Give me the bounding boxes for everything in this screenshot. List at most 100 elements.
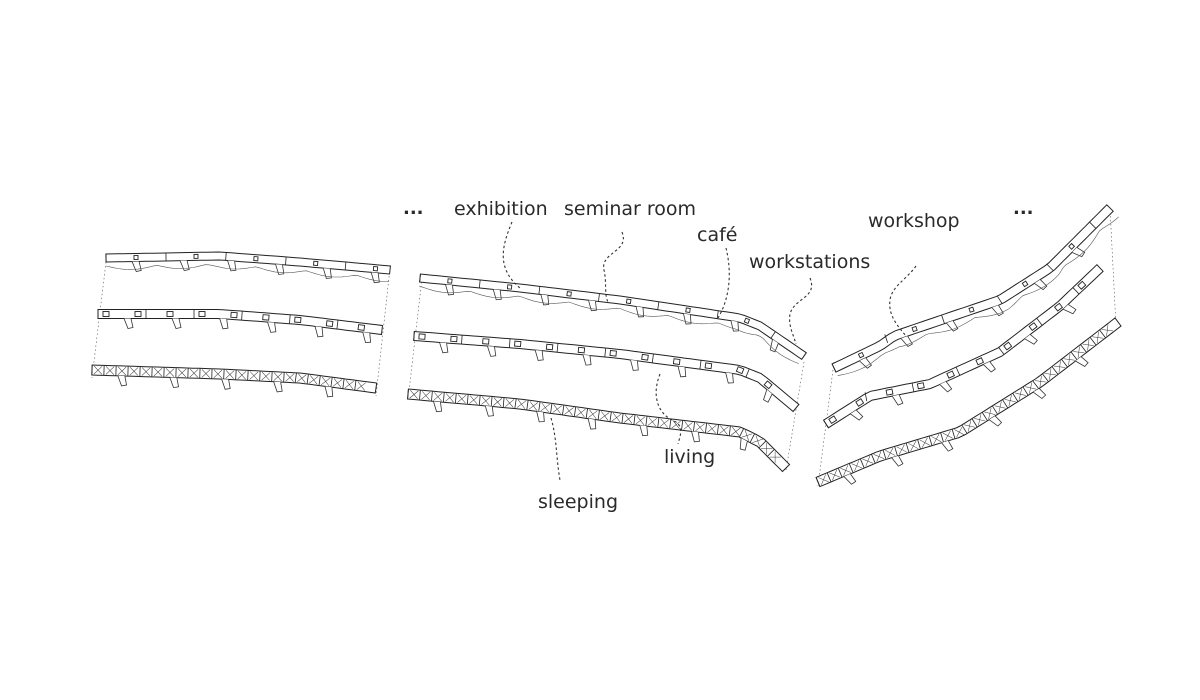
- unit-cell: [864, 392, 868, 402]
- label-seminar-room: seminar room: [564, 198, 696, 220]
- unit-cell: [490, 396, 503, 407]
- unit-cell: [330, 377, 343, 388]
- stair-tooth: [769, 339, 779, 353]
- unit-cell: [604, 347, 617, 358]
- module-a-lower: [91, 364, 378, 398]
- unit-cell: [716, 424, 729, 435]
- unit-cell: [743, 317, 751, 324]
- stair-tooth: [677, 366, 687, 378]
- unit-cell: [609, 411, 622, 423]
- unit-cell: [163, 367, 175, 378]
- unit-cell: [831, 363, 837, 373]
- unit-cell: [187, 368, 199, 379]
- stair-tooth: [588, 300, 597, 312]
- unit-cell: [344, 261, 347, 271]
- unit-cell: [685, 307, 691, 313]
- unit-cell: [545, 343, 554, 351]
- unit-cell: [139, 366, 151, 377]
- seminar-room-leader: [603, 231, 624, 303]
- unit-cell: [735, 366, 745, 375]
- stair-tooth: [324, 386, 334, 398]
- label-workstations: workstations: [749, 251, 870, 273]
- unit-cell: [763, 380, 773, 390]
- unit-cell: [882, 447, 896, 460]
- stair-tooth: [171, 318, 182, 329]
- stair-tooth: [536, 411, 545, 423]
- unit-cell: [1080, 339, 1094, 353]
- unit-cell: [313, 260, 319, 267]
- unit-cell: [235, 369, 247, 380]
- unit-cell: [230, 311, 238, 319]
- unit-cell: [997, 296, 1003, 305]
- unit-cell: [271, 371, 283, 382]
- stair-tooth: [763, 389, 773, 403]
- unit-cell: [894, 444, 907, 457]
- unit-cell: [306, 374, 319, 385]
- stair-tooth: [445, 284, 455, 296]
- label-living: living: [664, 446, 715, 468]
- unit-cell: [294, 372, 307, 383]
- unit-cell: [285, 256, 287, 265]
- unit-cell: [625, 298, 632, 305]
- exhibition-leader: [502, 221, 521, 289]
- unit-cell: [508, 338, 522, 348]
- unit-cell: [884, 334, 889, 344]
- unit-cell: [657, 301, 660, 310]
- unit-cell: [115, 365, 127, 376]
- sleeping-leader: [550, 417, 561, 481]
- stair-tooth: [221, 378, 231, 390]
- unit-cell: [815, 474, 829, 487]
- unit-cell: [823, 415, 838, 429]
- stair-tooth: [362, 332, 372, 344]
- unit-cell: [669, 418, 681, 430]
- module-b-middle: [413, 330, 800, 413]
- unit-cell: [454, 393, 467, 404]
- label-sleeping: sleeping: [538, 491, 618, 513]
- unit-cell: [566, 291, 572, 297]
- module-a-middle: [97, 309, 384, 344]
- unit-cell: [998, 341, 1013, 355]
- unit-cell: [848, 460, 863, 473]
- unit-cell: [407, 388, 419, 400]
- unit-cell: [1028, 322, 1038, 332]
- unit-cell: [514, 398, 527, 409]
- unit-cell: [199, 368, 211, 379]
- unit-cell: [556, 343, 559, 353]
- stair-tooth: [267, 321, 277, 333]
- stair-tooth: [1063, 304, 1077, 315]
- stair-tooth: [635, 306, 645, 318]
- unit-cell: [917, 437, 930, 450]
- unit-cell: [283, 372, 295, 383]
- unit-cell: [325, 320, 334, 327]
- unit-cell: [223, 369, 235, 380]
- unit-cell: [211, 368, 223, 379]
- unit-cell: [259, 370, 271, 382]
- unit-cell: [289, 314, 302, 324]
- stair-tooth: [683, 313, 692, 325]
- unit-cell: [442, 392, 455, 403]
- unit-cell: [538, 401, 550, 413]
- stair-tooth: [179, 260, 190, 272]
- labels: ... exhibition seminar room café worksta…: [403, 198, 1034, 513]
- strip-outline: [407, 388, 791, 473]
- unit-cell: [961, 420, 976, 434]
- label-exhibition: exhibition: [454, 198, 548, 220]
- stair-tooth: [273, 381, 283, 393]
- living-leader: [655, 373, 682, 445]
- section-guides: [91, 207, 1117, 487]
- unit-cell: [681, 420, 693, 431]
- stair-tooth: [275, 264, 285, 275]
- unit-cell: [318, 375, 331, 387]
- stair-tooth: [1075, 356, 1089, 367]
- label-cafe: café: [697, 224, 737, 246]
- unit-cell: [951, 427, 965, 439]
- unit-cell: [738, 428, 753, 441]
- unit-cell: [342, 378, 355, 390]
- ellipsis-left: ...: [403, 198, 424, 219]
- unit-cell: [225, 252, 227, 261]
- unit-cell: [885, 388, 894, 396]
- unit-cell: [1068, 242, 1076, 250]
- unit-cell: [253, 256, 259, 262]
- unit-cell: [633, 414, 645, 425]
